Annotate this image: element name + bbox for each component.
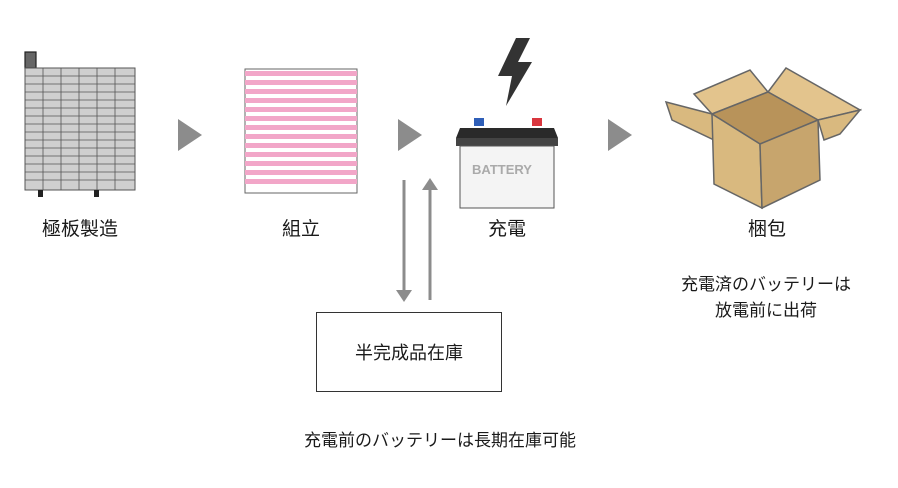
- step-label-charging: 充電: [487, 218, 526, 240]
- assembled-stack-icon: [244, 68, 358, 194]
- bottom-note: 充電前のバッテリーは長期在庫可能: [304, 431, 576, 451]
- electrode-plate-icon: [24, 51, 136, 197]
- packing-note-line-2: 放電前に出荷: [715, 301, 817, 321]
- packing-note: 充電済のバッテリーは 放電前に出荷: [634, 272, 898, 324]
- lightning-bolt-icon: [498, 38, 532, 106]
- semi-finished-stock-box: 半完成品在庫: [316, 312, 502, 392]
- step-label-packing: 梱包: [747, 218, 786, 240]
- cardboard-box-icon: [664, 67, 863, 210]
- stock-box-label: 半完成品在庫: [355, 343, 463, 364]
- flow-arrow-2: [398, 119, 422, 151]
- packing-note-line-1: 充電済のバッテリーは: [681, 275, 851, 295]
- to-stock-arrow: [396, 180, 412, 302]
- step-label-electrode: 極板製造: [41, 218, 118, 240]
- battery-text: BATTERY: [472, 162, 532, 177]
- step-label-assembly: 組立: [281, 218, 320, 240]
- flow-arrow-3: [608, 119, 632, 151]
- battery-icon: BATTERY: [456, 118, 558, 209]
- flow-arrow-1: [178, 119, 202, 151]
- from-stock-arrow: [422, 178, 438, 300]
